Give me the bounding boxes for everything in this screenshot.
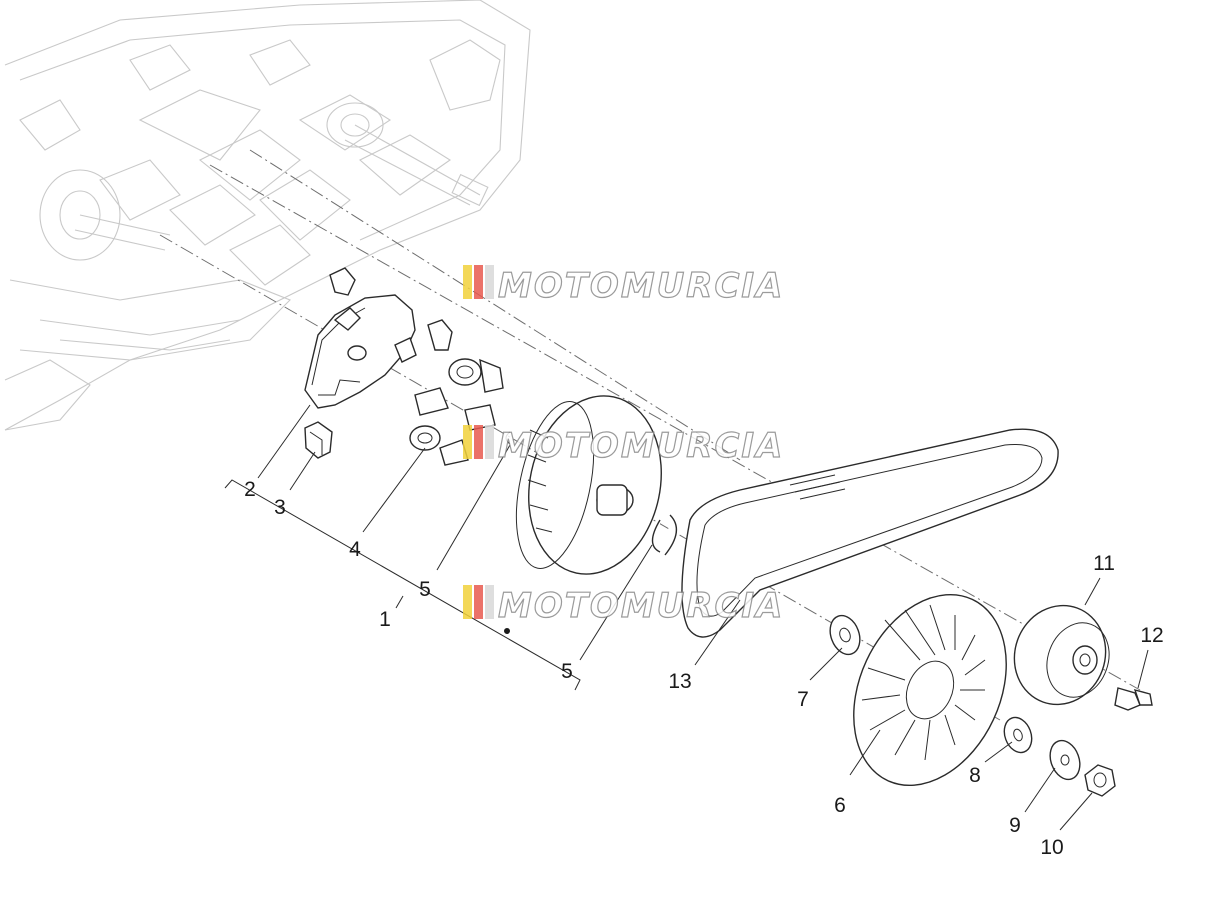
callout-11: 11 xyxy=(1093,552,1115,575)
nut xyxy=(1084,764,1116,797)
watermark-stripe-yellow xyxy=(463,425,472,459)
watermark-1: MOTOMURCIA xyxy=(463,265,784,307)
callout-5-bottom: 5 xyxy=(561,660,573,683)
bolt xyxy=(1114,687,1153,711)
callout-6: 6 xyxy=(834,794,846,817)
leader-lines xyxy=(257,404,1149,831)
watermark-3: MOTOMURCIA xyxy=(463,585,784,627)
callout-labels: 1 2 3 4 5 5 6 7 8 9 10 11 12 13 xyxy=(244,478,1164,859)
callout-2: 2 xyxy=(244,478,256,501)
callout-1: 1 xyxy=(379,608,391,631)
watermark-stripe-yellow xyxy=(463,585,472,619)
callout-4: 4 xyxy=(349,538,361,561)
callout-5-top: 5 xyxy=(419,578,431,601)
callout-13: 13 xyxy=(668,670,691,693)
circlips xyxy=(505,431,678,556)
callout-7: 7 xyxy=(797,688,809,711)
callout-12: 12 xyxy=(1140,624,1163,647)
watermark-stripe-red xyxy=(474,585,483,619)
callout-9: 9 xyxy=(1009,814,1021,837)
kit-bracket xyxy=(224,479,581,691)
variator-pulley xyxy=(515,395,662,575)
drive-belt xyxy=(681,428,1059,638)
fan-pulley xyxy=(853,593,1007,787)
sliders-top xyxy=(329,267,453,351)
watermark-text: MOTOMURCIA xyxy=(498,586,784,626)
watermark-stripe-red xyxy=(474,265,483,299)
watermark-text: MOTOMURCIA xyxy=(498,426,784,466)
engine-casing-background xyxy=(4,0,531,431)
variator-back-plate xyxy=(304,294,417,409)
watermark-stripe-grey xyxy=(485,425,494,459)
watermark-stripe-yellow xyxy=(463,265,472,299)
washer-8 xyxy=(1003,716,1033,754)
washer-7 xyxy=(829,614,861,656)
watermark-text: MOTOMURCIA xyxy=(498,266,784,306)
kit-bullet xyxy=(504,628,510,634)
slider-piece xyxy=(304,421,333,459)
variator-rollers xyxy=(409,358,504,466)
callout-8: 8 xyxy=(969,764,981,787)
watermark-stripe-grey xyxy=(485,585,494,619)
watermark-stripe-red xyxy=(474,425,483,459)
callout-10: 10 xyxy=(1040,836,1063,859)
idler-pulley xyxy=(1013,604,1110,706)
watermark-stripe-grey xyxy=(485,265,494,299)
callout-3: 3 xyxy=(274,496,286,519)
washer-9 xyxy=(1049,739,1081,781)
watermark-2: MOTOMURCIA xyxy=(463,425,784,467)
